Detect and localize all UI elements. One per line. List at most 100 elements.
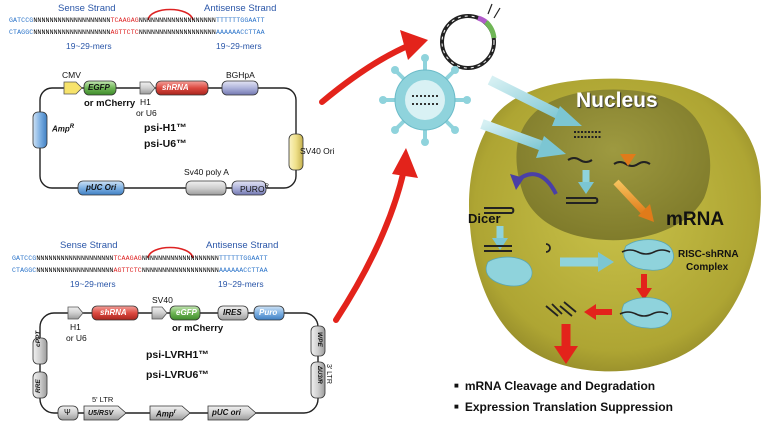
v1-bghpa-label: BGHpA [226, 70, 255, 80]
v2-h1-promoter [67, 306, 84, 320]
risc-blob-left [485, 256, 533, 287]
v2-amp-element [149, 405, 191, 421]
cyan-arrow-lower [480, 119, 566, 158]
v2-cppt-element [32, 337, 48, 365]
v2-u5rsv-element [83, 405, 127, 421]
v1-ampr-sup: R [69, 124, 75, 130]
v1-sequence-bottom: CTAGGCNNNNNNNNNNNNNNNNNNNAGTTCTCNNNNNNNN… [9, 29, 265, 37]
v1-product-2: psi-U6™ [144, 138, 187, 150]
v2-amp-sup: r [173, 409, 177, 415]
v2-h1-label: H1 [70, 322, 81, 332]
v2-psi-element [57, 405, 79, 421]
shrna-hairpin [566, 197, 599, 204]
v1-puro-sup: R [264, 184, 269, 190]
risc-label: RISC-shRNA [678, 249, 739, 260]
v1-seq-bot-c: NNNNNNNNNNNNNNNNNNN [138, 29, 216, 36]
v2-rre-element [32, 371, 48, 399]
v2-ires-label: IRES [223, 308, 242, 317]
legend-text-2: Expression Translation Suppression [464, 400, 673, 414]
v2-seq-bot-loop: AGTTCTC [113, 267, 142, 274]
v2-mers-right: 19~29-mers [218, 279, 264, 289]
mrna-strand-nucleus [613, 161, 651, 167]
cyan-arrow-upper [487, 75, 582, 126]
v1-cmv-label: CMV [62, 70, 81, 80]
v2-sv40-label: SV40 [152, 295, 173, 305]
v1-h1-label: H1 [140, 97, 151, 107]
v1-or-u6-label: or U6 [136, 108, 157, 118]
red-arrow-down-risc [636, 274, 652, 300]
v1-seq-bot-loop: AGTTCTC [110, 29, 139, 36]
v2-puro-label: Puro [259, 308, 278, 317]
v2-sense-strand-label: Sense Strand [60, 240, 118, 251]
legend-item-1: ■mRNA Cleavage and Degradation [454, 380, 655, 392]
v2-product-2: psi-LVRU6™ [146, 369, 209, 381]
vector-1-hairpin-loop [147, 8, 194, 21]
v1-sv40ori-element [288, 133, 304, 171]
export-arrow-purple [510, 172, 558, 195]
v2-sequence-top: GATCCGNNNNNNNNNNNNNNNNNNNTCAAGAGNNNNNNNN… [12, 255, 268, 263]
v1-seq-top-c: NNNNNNNNNNNNNNNNNNN [138, 17, 216, 24]
v2-seq-top-loop: TCAAGAG [113, 255, 142, 262]
v1-mers-right: 19~29-mers [216, 41, 262, 51]
v1-ampr-text: Amp [52, 124, 70, 134]
v1-h1-promoter [139, 81, 156, 95]
v1-ampr-label: AmpR [52, 124, 74, 134]
v2-seq-top-a: GATCCG [12, 255, 37, 262]
v2-shrna-element [91, 305, 139, 321]
v1-seq-bot-d: AAAAAACCTTAA [215, 29, 265, 36]
v2-egfp-element [169, 305, 201, 321]
v1-sv40polya-label: Sv40 poly A [184, 167, 229, 177]
shrna-cytoplasm [484, 207, 515, 214]
mrna-label: mRNA [666, 209, 725, 230]
v2-egfp-label: eGFP [176, 308, 197, 317]
v2-du3r-label: ΔU3/R [316, 366, 322, 384]
v2-seq-bot-c: NNNNNNNNNNNNNNNNNNN [141, 267, 219, 274]
v1-puro-element [231, 180, 267, 196]
dicer-label: Dicer [468, 211, 501, 226]
v2-seq-bot-a: CTAGGC [12, 267, 37, 274]
v1-sense-strand-label: Sense Strand [58, 3, 116, 14]
red-arrow-vector2-to-virus [333, 148, 418, 323]
v2-3ltr-element [310, 361, 326, 399]
v1-puro-text: PURO [240, 183, 265, 194]
vector-2-hairpin-loop [147, 246, 194, 259]
v1-sv40ori-label: SV40 Ori [300, 146, 335, 156]
v1-mers-left: 19~29-mers [66, 41, 112, 51]
v2-seq-top-b: NNNNNNNNNNNNNNNNNNN [36, 255, 114, 262]
v1-seq-top-d: TTTTTTGGAATT [215, 17, 265, 24]
v2-amp-text: Amp [156, 409, 174, 419]
v2-puro-element [253, 305, 285, 321]
transcript-strand [567, 157, 593, 163]
v2-u5rsv-label: U5/RSV [88, 410, 114, 417]
v1-ampr-element [32, 111, 48, 149]
v1-seq-bot-b: NNNNNNNNNNNNNNNNNNN [33, 29, 111, 36]
v2-3ltr-label: 3' LTR [325, 364, 332, 384]
cyan-arrow-right [560, 252, 614, 272]
v2-wpe-label: WPE [316, 332, 323, 347]
v2-sequence-bottom: CTAGGCNNNNNNNNNNNNNNNNNNNAGTTCTCNNNNNNNN… [12, 267, 268, 275]
red-arrow-exit [554, 324, 578, 364]
dicer-arrow-down [492, 226, 508, 250]
v1-egfp-label: EGFP [88, 83, 110, 92]
v1-cmv-promoter [63, 81, 83, 95]
complex-label: Complex [686, 262, 729, 273]
v2-mers-left: 19~29-mers [70, 279, 116, 289]
lentivirus-icon [379, 54, 471, 146]
red-arrow-vector1-to-plasmid [319, 30, 428, 105]
risc-complex-right [621, 239, 674, 271]
v2-ires-element [217, 305, 249, 321]
sirna-duplex [484, 245, 512, 252]
v2-sv40-promoter [151, 306, 168, 320]
cleaved-mrna [545, 301, 577, 317]
v1-seq-top-loop: TCAAGAG [110, 17, 139, 24]
v1-antisense-strand-label: Antisense Strand [204, 3, 277, 14]
v2-product-1: psi-LVRH1™ [146, 349, 209, 361]
loop-fragment [545, 243, 551, 253]
legend-text-1: mRNA Cleavage and Degradation [464, 379, 656, 393]
v1-seq-top-b: NNNNNNNNNNNNNNNNNNN [33, 17, 111, 24]
v2-seq-top-d: TTTTTTGGAATT [218, 255, 268, 262]
v1-puc-ori-label: pUC Ori [86, 183, 117, 192]
v2-rre-label: RRE [35, 379, 42, 393]
